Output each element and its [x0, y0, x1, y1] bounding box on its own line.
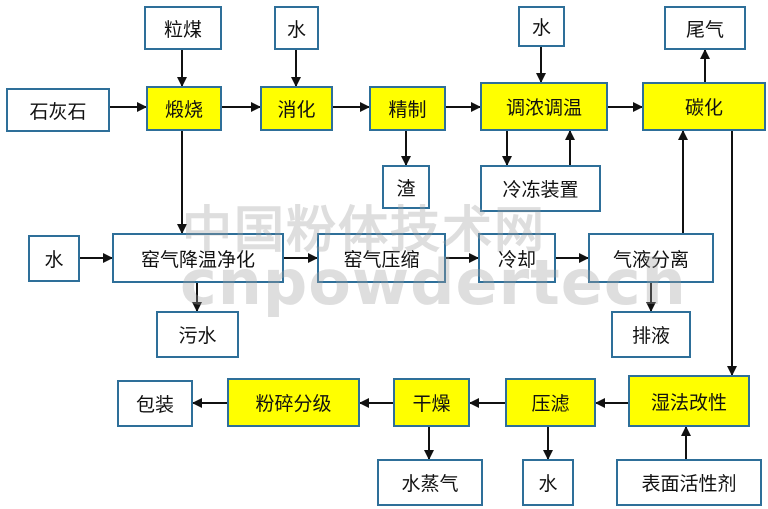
node-granular-coal: 粒煤: [144, 6, 222, 50]
node-slag: 渣: [382, 165, 430, 209]
node-concentration-temp-adjust: 调浓调温: [480, 82, 608, 131]
node-packaging: 包装: [117, 380, 193, 427]
node-crushing-classification: 粉碎分级: [227, 378, 360, 427]
node-press-filtration: 压滤: [505, 378, 596, 427]
node-carbonization: 碳化: [642, 82, 766, 131]
node-water-vapor: 水蒸气: [377, 459, 483, 506]
node-water-slake-input: 水: [274, 6, 319, 50]
node-slaking: 消化: [260, 86, 333, 131]
node-drying: 干燥: [393, 378, 470, 427]
node-wastewater: 污水: [156, 311, 239, 358]
node-surfactant: 表面活性剂: [616, 459, 762, 506]
node-drain-liquid: 排液: [611, 311, 691, 358]
node-water-adjust-input: 水: [518, 6, 565, 47]
node-water-filtrate: 水: [522, 459, 574, 506]
node-wet-modification: 湿法改性: [628, 375, 750, 427]
node-cooling: 冷却: [478, 233, 556, 283]
node-gas-liquid-separation: 气液分离: [588, 233, 714, 283]
node-limestone: 石灰石: [6, 88, 110, 132]
node-kiln-gas-compression: 窑气压缩: [317, 233, 446, 283]
node-tail-gas: 尾气: [664, 6, 746, 50]
node-freezing-unit: 冷冻装置: [480, 165, 601, 212]
node-kiln-gas-cooling-cleaning: 窑气降温净化: [112, 233, 284, 283]
node-refining: 精制: [369, 86, 446, 131]
node-calcination: 煅烧: [146, 86, 222, 131]
node-water-gas-input: 水: [28, 235, 80, 282]
